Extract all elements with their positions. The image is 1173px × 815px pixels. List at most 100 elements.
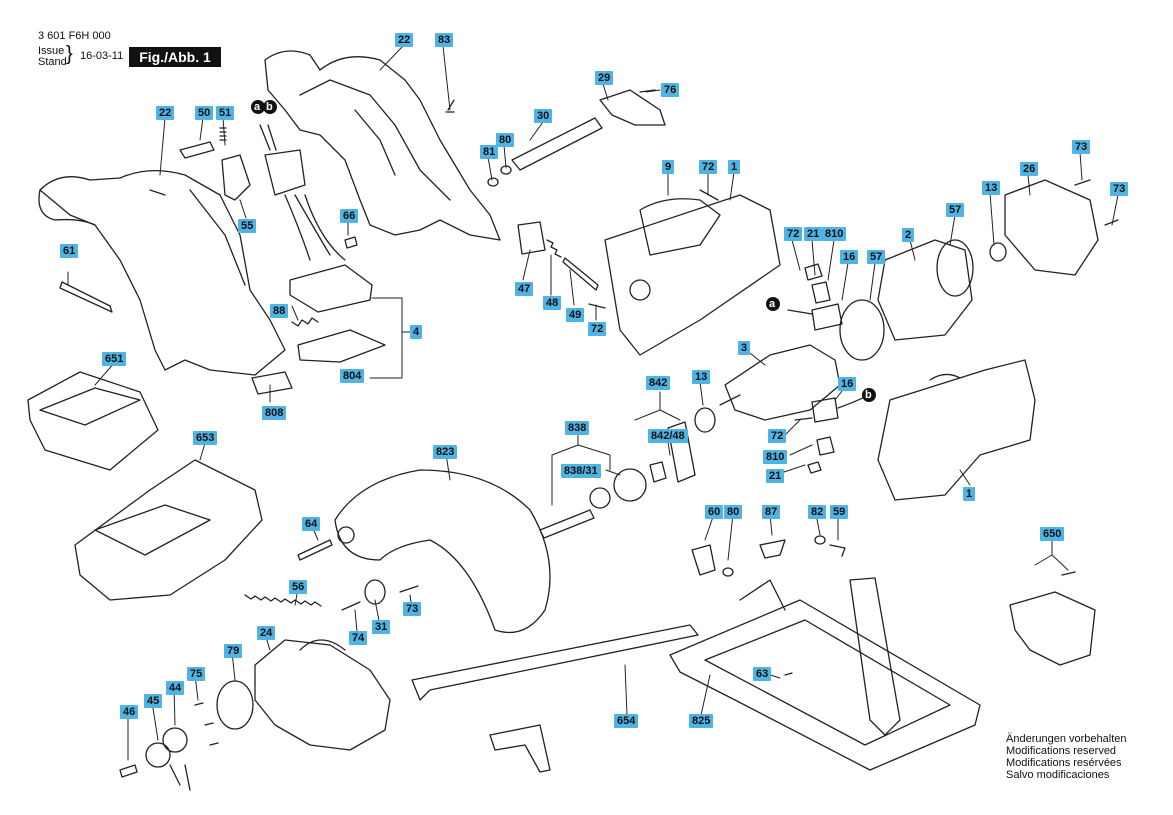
note-line: Modifications reserved: [1006, 745, 1117, 757]
housing-left: [39, 170, 286, 376]
part-label: 50: [195, 106, 214, 120]
part-label: 30: [534, 109, 553, 123]
disclaimer-notes: Änderungen vorbehalten Modifications res…: [1006, 733, 1126, 781]
callout-a-right: [766, 297, 780, 311]
part-63: [784, 672, 793, 676]
part-label: 44: [166, 681, 185, 695]
rear-cover-26: [1004, 179, 1099, 276]
base-plate-825: [669, 599, 981, 771]
part-label: 804: [340, 369, 365, 383]
bearing-13-rear: [989, 242, 1007, 262]
part-label: 2: [902, 228, 915, 242]
note-line: Modifications resérvées: [1006, 757, 1122, 769]
hex-key: [59, 281, 113, 313]
part-label: 653: [193, 431, 218, 445]
part-label: 838: [565, 421, 590, 435]
spindle-838: [539, 509, 595, 539]
part-label: 46: [120, 705, 139, 719]
ring-57-lower: [839, 299, 885, 361]
washer-82: [814, 535, 826, 545]
issue-date: 16-03-11: [80, 50, 124, 62]
part-label: 64: [302, 517, 321, 531]
part-label: 21: [766, 469, 785, 483]
part-label: 49: [566, 308, 585, 322]
part-label: 838/31: [561, 464, 601, 478]
part-label: 810: [822, 227, 847, 241]
callout-markers: [251, 100, 876, 402]
brush-spring-21: [804, 263, 823, 281]
part-label: 842: [646, 376, 671, 390]
callout-a-top-label: a: [254, 101, 261, 113]
knob-47: [517, 221, 546, 255]
part-label: 56: [289, 580, 308, 594]
part-label: 823: [433, 445, 458, 459]
part-label: 79: [224, 644, 243, 658]
battery-651: [27, 371, 159, 471]
callout-b-right: [862, 388, 876, 402]
armature-3: [724, 344, 841, 421]
note-line: Änderungen vorbehalten: [1006, 733, 1127, 745]
screw-83: [445, 99, 455, 113]
part-label: 842/48: [648, 429, 688, 443]
brush-810: [811, 281, 831, 304]
part-label: 73: [1072, 140, 1091, 154]
part-label: 80: [724, 505, 743, 519]
lever-50: [179, 141, 215, 159]
bolt-46: [119, 764, 138, 778]
part-label: 13: [692, 370, 711, 384]
washer-80-base: [722, 567, 734, 577]
part-label: 59: [830, 505, 849, 519]
charger-653: [74, 459, 263, 601]
stand-label: Stand: [38, 56, 67, 68]
part-label: 4: [410, 325, 423, 339]
spring-48: [546, 239, 562, 258]
screw-73-top: [1074, 179, 1091, 186]
part-label: 22: [156, 106, 175, 120]
label-808: [251, 371, 293, 395]
part-label: 72: [588, 322, 607, 336]
brush-holder-16-lower: [811, 397, 839, 423]
part-label: 82: [808, 505, 827, 519]
part-label: 73: [1110, 182, 1129, 196]
part-label: 83: [435, 33, 454, 47]
screw-73-guard: [399, 585, 419, 593]
guide-rail-654: [411, 624, 699, 701]
part-label: 61: [60, 244, 79, 258]
adapter-650: [1009, 591, 1096, 666]
part-label: 72: [699, 160, 718, 174]
part-label: 16: [838, 377, 857, 391]
part-label: 75: [187, 667, 206, 681]
lever-49: [562, 257, 599, 291]
part-label: 654: [614, 714, 639, 728]
part-label: 66: [340, 209, 359, 223]
flange-44: [162, 727, 188, 753]
screws-75: [194, 702, 219, 746]
part-label: 51: [216, 106, 235, 120]
wing-knob-87: [759, 539, 786, 559]
part-label: 45: [144, 694, 163, 708]
part-label: 21: [804, 227, 823, 241]
part-label: 16: [840, 250, 859, 264]
part-label: 47: [515, 282, 534, 296]
plate-842: [667, 421, 696, 483]
part-label: 651: [102, 352, 127, 366]
washer-81: [487, 177, 499, 187]
tools: [169, 764, 191, 791]
part-label: 87: [762, 505, 781, 519]
motor-housing-front: [604, 194, 781, 356]
part-label: 31: [372, 620, 391, 634]
blade-guard-823: [334, 469, 551, 634]
part-label: 57: [867, 250, 886, 264]
callout-b-right-label: b: [865, 389, 872, 401]
part-label: 810: [763, 450, 788, 464]
part-label: 55: [238, 219, 257, 233]
spring-21-lower: [807, 461, 822, 474]
bolt-59: [829, 544, 846, 557]
bearing-838: [589, 487, 611, 509]
callout-a-top: [251, 100, 265, 114]
part-label: 3: [738, 341, 751, 355]
part-label: 73: [403, 602, 422, 616]
gear-838-31: [613, 468, 647, 502]
